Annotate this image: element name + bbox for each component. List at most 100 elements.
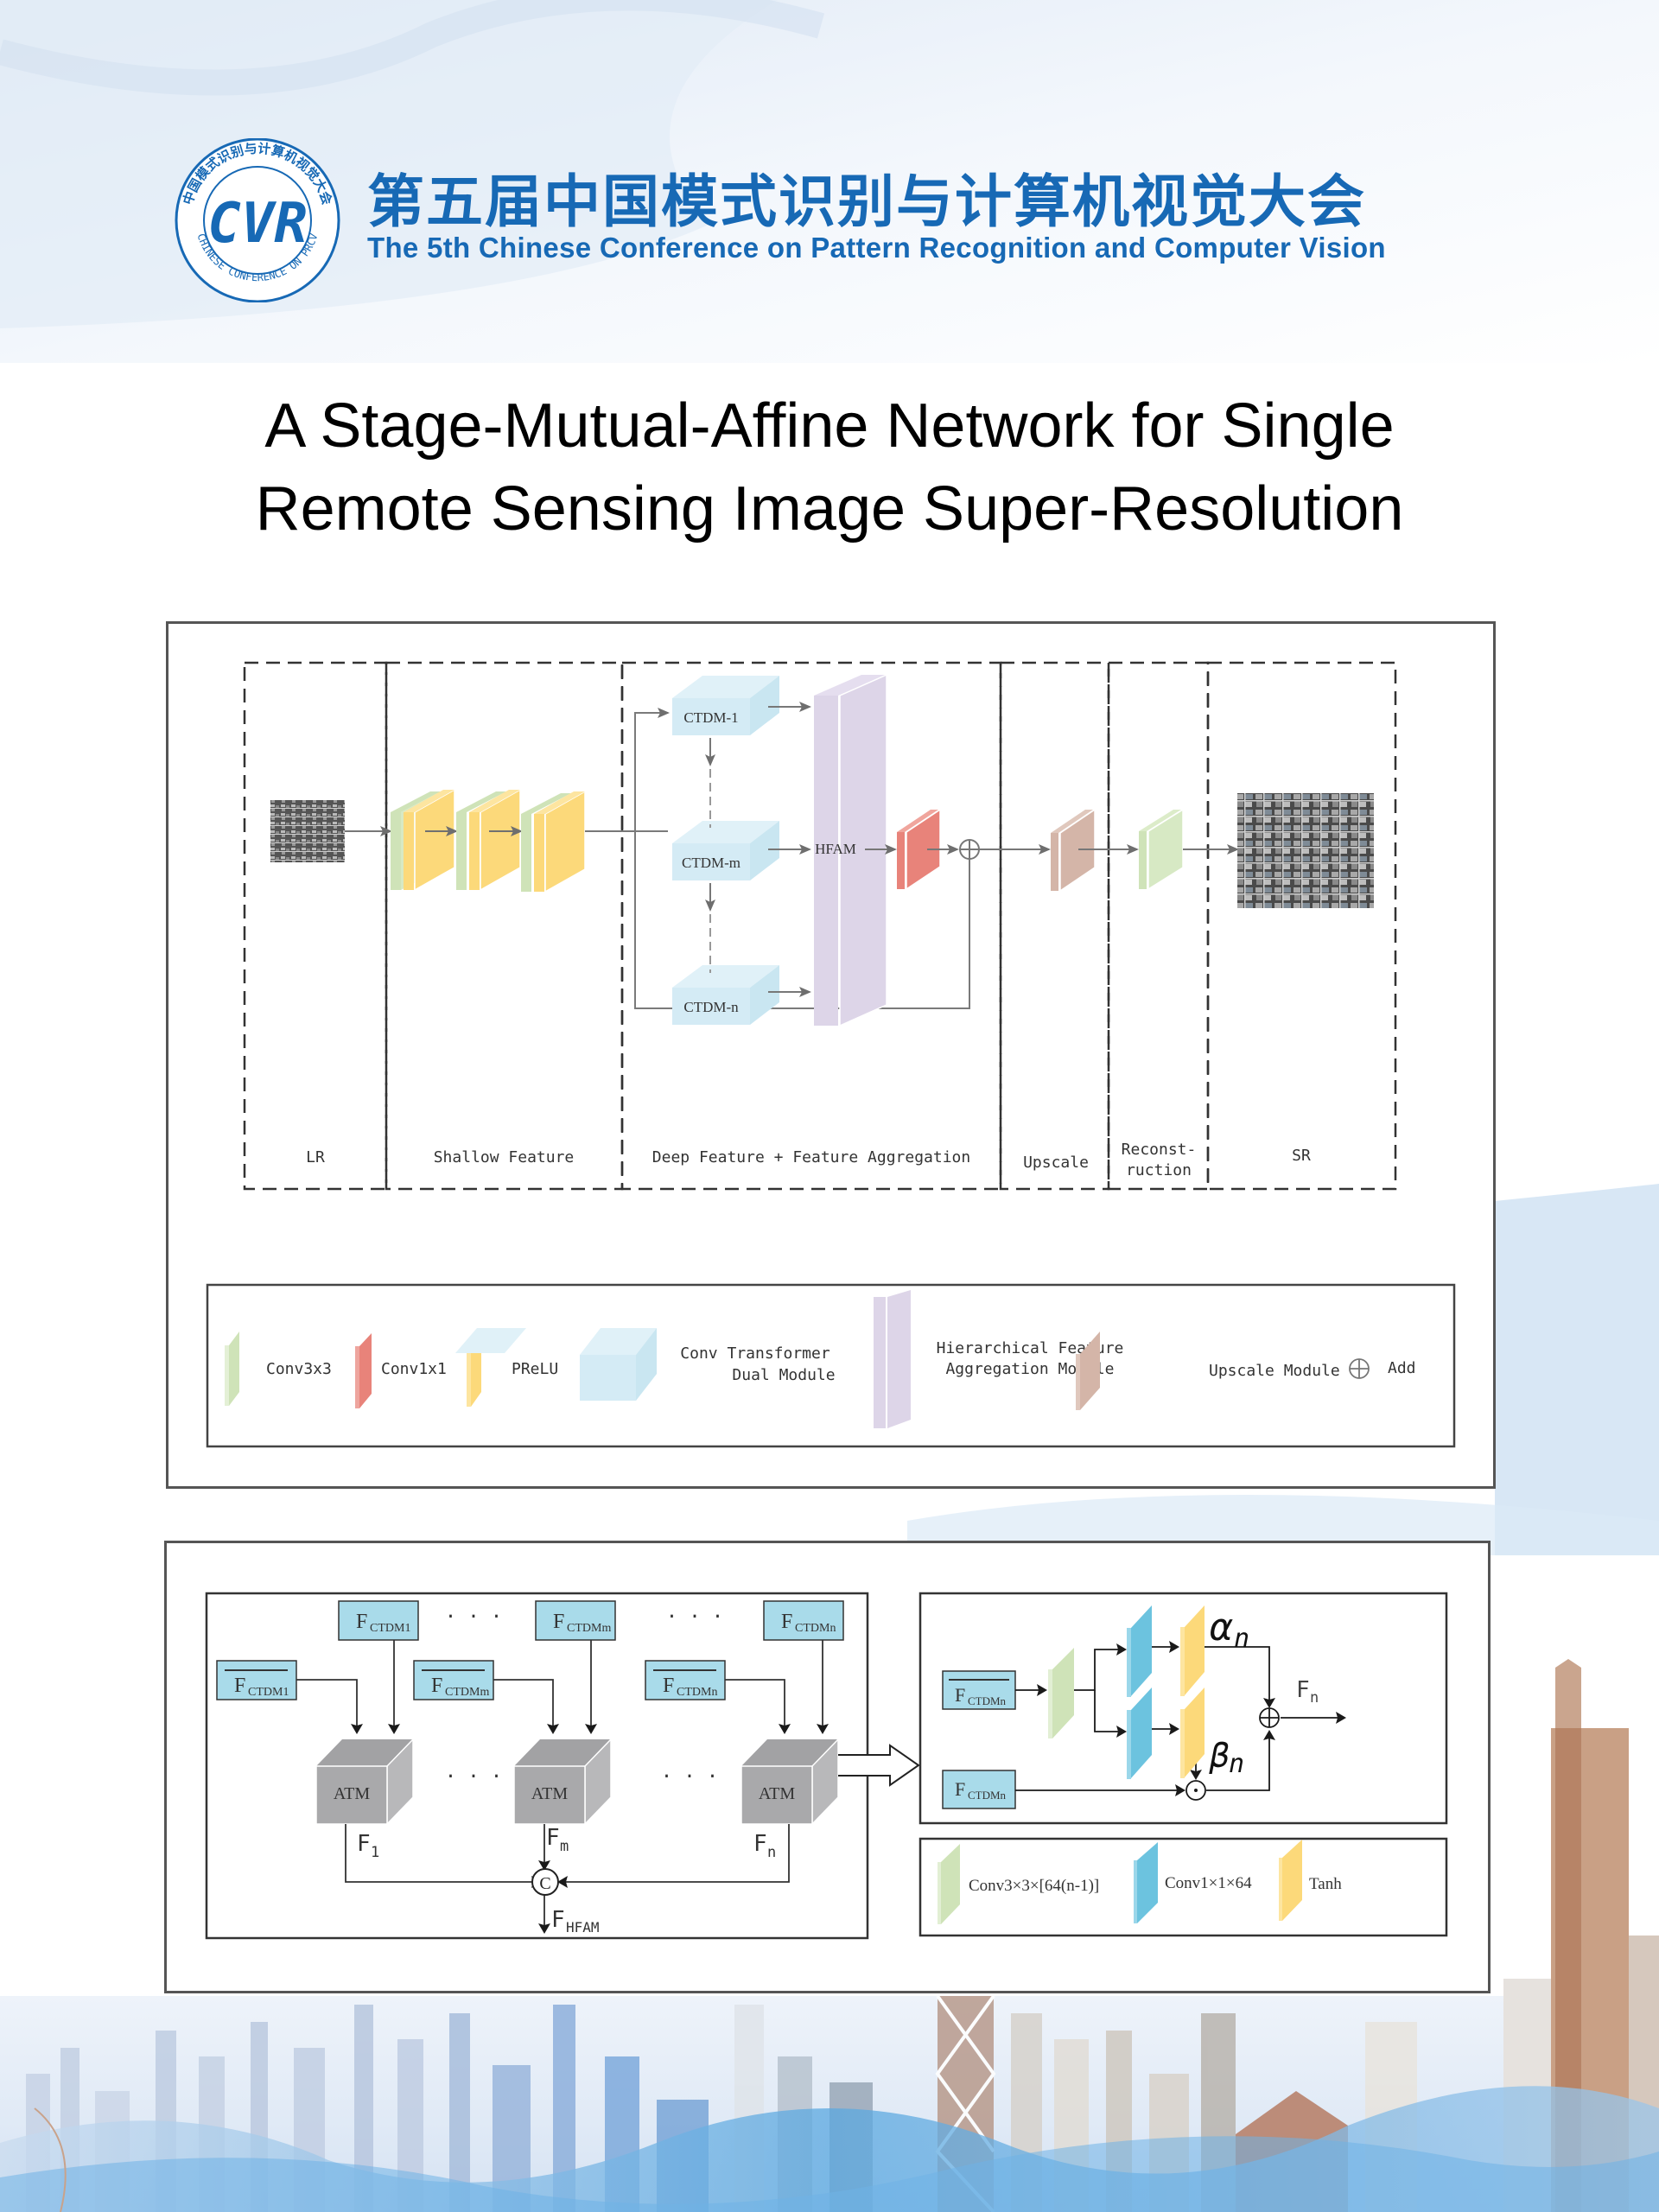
legend2-conv3: Conv3×3×[64(n-1)] [938,1844,1099,1924]
output-fm-base: F [546,1825,560,1851]
legend-add-label: Add [1388,1359,1416,1377]
input-f-ctdmm: F CTDMm [535,1600,616,1641]
input-base: F [356,1611,367,1633]
beta-symbol: β [1209,1737,1230,1775]
ctdm-block-m: CTDM-m [672,821,779,880]
input-sub: CTDM1 [248,1686,289,1699]
stage-lr-box [243,661,388,1191]
legend-prelu-label: PReLU [512,1360,558,1378]
input-base: F [431,1675,442,1697]
conference-title-en: The 5th Chinese Conference on Pattern Re… [367,232,1386,264]
output-fn-sub: n [767,1844,776,1861]
atm-conv1x1-top [1127,1605,1152,1697]
stage-label-lr: LR [306,1148,325,1166]
legend-ctdm-label-2: Dual Module [732,1366,835,1384]
output-fn-base: F [753,1831,767,1857]
output-fn-sub: n [1310,1689,1319,1707]
atm-add-operator [1259,1707,1280,1728]
legend-conv1x1: Conv1x1 [355,1333,447,1408]
ctdm-n-label: CTDM-n [683,999,739,1015]
figure-2-legend [918,1837,1448,1937]
atm-block-1: ATM [315,1738,414,1826]
legend2-conv1: Conv1×1×64 [1134,1842,1252,1923]
concat-operator: C [531,1868,559,1896]
legend-hfam-label-1: Hierarchical Feature [937,1339,1124,1357]
input-base: F [955,1778,965,1800]
atm-label: ATM [759,1784,795,1803]
legend-hfam: Hierarchical Feature Aggregation Module [874,1290,1123,1428]
input-base: F [781,1611,792,1633]
atm-input-bar: F CTDMn [942,1670,1016,1710]
hfam-label: HFAM [815,841,856,857]
stage-label-reconstruction-2: ruction [1126,1161,1192,1179]
ctdm-1-label: CTDM-1 [683,709,738,726]
output-f1-base: F [357,1831,371,1857]
stage-upscale-box [999,661,1110,1191]
output-fhfam-sub: HFAM [566,1919,600,1936]
alpha-sub: n [1234,1624,1249,1654]
stage-label-upscale: Upscale [1023,1154,1089,1172]
atm-tanh-bottom [1180,1688,1205,1778]
legend2-tanh: Tanh [1279,1840,1342,1921]
legend2-conv1-label: Conv1×1×64 [1165,1874,1252,1892]
shallow-block-3 [521,790,586,893]
input-f-ctdm1-bar: F CTDM1 [216,1660,297,1700]
stage-label-reconstruction-1: Reconst- [1122,1141,1197,1159]
input-base: F [663,1675,674,1697]
input-f-ctdmn: F CTDMn [763,1600,844,1641]
prcv-logo: 中国模式识别与计算机视觉大会 CHINESE CONFERENCE ON PRC… [175,138,340,302]
stage-label-deep: Deep Feature + Feature Aggregation [652,1148,970,1166]
ctdm-block-1: CTDM-1 [672,676,779,735]
atm-block-n: ATM [741,1738,839,1826]
output-fhfam-base: F [551,1907,565,1933]
input-base: F [234,1675,245,1697]
shallow-block-1 [391,788,455,892]
atm-conv1x1-bottom [1127,1688,1152,1779]
ellipsis: · · · [445,1606,502,1628]
legend-conv3x3-label: Conv3x3 [266,1360,332,1378]
legend-add: Add [1349,1358,1416,1379]
legend-upscale: Upscale Module [1076,1332,1340,1410]
beta-sub: n [1229,1749,1244,1779]
stage-label-shallow: Shallow Feature [434,1148,575,1166]
input-sub: CTDMn [795,1622,836,1635]
input-sub: CTDMn [968,1694,1007,1707]
sr-image [1237,793,1374,908]
atm-label: ATM [531,1784,568,1803]
shallow-block-2 [456,788,521,892]
upscale-block [1051,808,1096,893]
ctdm-m-label: CTDM-m [682,855,741,871]
legend2-conv3-label: Conv3×3×[64(n-1)] [969,1877,1099,1895]
legend-conv3x3: Conv3x3 [225,1332,332,1406]
conference-title-cn: 第五届中国模式识别与计算机视觉大会 [367,168,1366,235]
figure-2-modules: F CTDM1 F CTDMm F CTDMn F CTDM1 F CTDMm … [205,1592,1448,1940]
legend-upscale-label: Upscale Module [1209,1362,1340,1380]
atm-label: ATM [334,1784,370,1803]
atm-conv3x3 [1048,1648,1074,1738]
input-sub: CTDM1 [370,1622,410,1635]
legend2-tanh-label: Tanh [1309,1875,1342,1893]
ellipsis: · · · [661,1766,718,1788]
stage-label-sr: SR [1292,1147,1311,1165]
alpha-symbol: α [1210,1605,1233,1649]
input-base: F [553,1611,564,1633]
conv1x1-block [897,808,941,891]
lr-image [270,800,345,862]
legend-hfam-label-2: Aggregation Module [945,1360,1114,1378]
input-sub: CTDMn [677,1686,717,1699]
legend-conv1x1-label: Conv1x1 [381,1360,447,1378]
hfam-block: HFAM [814,673,887,1027]
hollow-arrow [838,1744,920,1787]
input-sub: CTDMn [968,1789,1007,1802]
ellipsis: · · · [666,1606,723,1628]
stage-sr-box [1206,661,1397,1191]
stage-reconstruction-box [1107,661,1210,1191]
legend-ctdm: Conv Transformer Dual Module [455,1328,836,1401]
output-f1-sub: 1 [371,1844,379,1861]
atm-input: F CTDMn [942,1770,1016,1809]
ellipsis: · · · [445,1766,502,1788]
input-sub: CTDMm [445,1686,489,1699]
output-fm-sub: m [560,1838,569,1855]
atm-block-m: ATM [513,1738,612,1826]
